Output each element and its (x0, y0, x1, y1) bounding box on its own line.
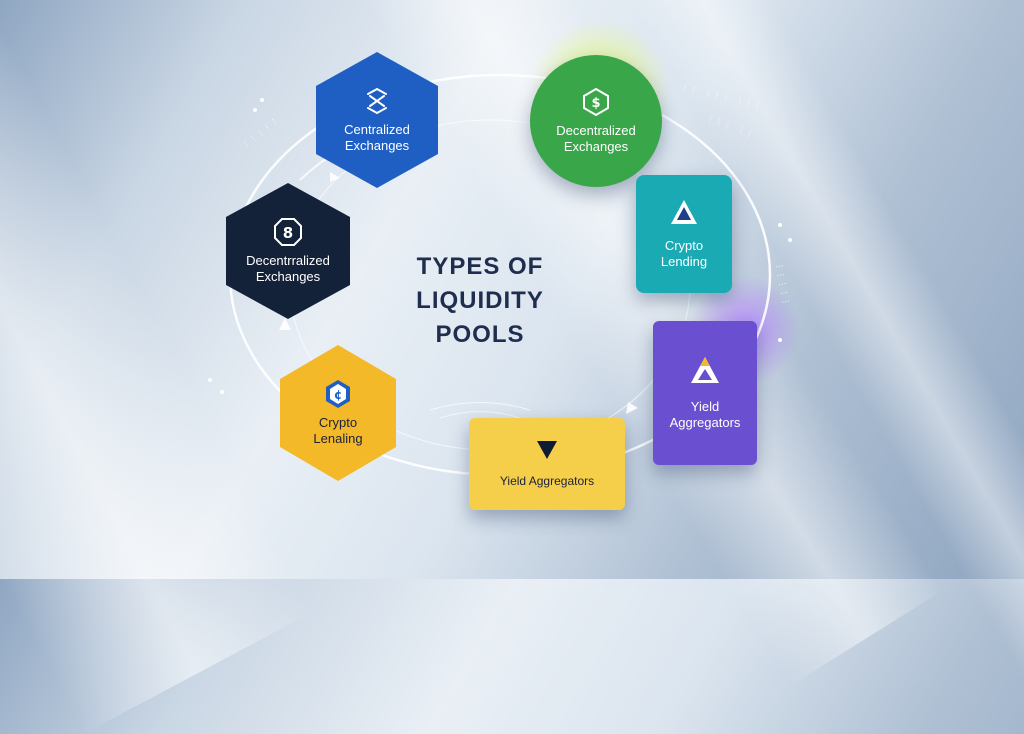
ring-dot (208, 378, 212, 382)
ring-dot (253, 108, 257, 112)
node-decentralized-exchanges-green[interactable]: $ Decentralized Exchanges (530, 55, 662, 187)
ring-dot (220, 390, 224, 394)
node-label: Exchanges (255, 269, 321, 284)
node-label: Centralized (344, 122, 410, 137)
arrow-marker (279, 318, 291, 330)
ring-dot (788, 238, 792, 242)
node-yield-aggregators-yellow[interactable]: Yield Aggregators (469, 418, 625, 510)
triangle-icon (671, 200, 697, 224)
wave-lines (439, 411, 521, 419)
exchange-arrows-icon (367, 87, 387, 115)
node-label: Crypto (664, 238, 704, 253)
node-label: Exchanges (563, 139, 629, 154)
node-centralized-exchanges[interactable]: Centralized Exchanges (316, 52, 438, 188)
dollar-hexagon-icon: $ (583, 87, 609, 117)
node-label: Lending (660, 254, 708, 269)
node-label: Exchanges (344, 138, 410, 153)
title-line: POOLS (435, 321, 525, 348)
title-line: TYPES OF (416, 253, 544, 280)
pyramid-icon (691, 357, 719, 383)
node-label: Yield Aggregators (499, 474, 595, 488)
coin-icon: ¢ (326, 380, 350, 408)
svg-text:$: $ (591, 96, 600, 111)
node-yield-aggregators-purple[interactable]: Yield Aggregators (653, 321, 757, 465)
octagon-8-icon: 8 (274, 218, 302, 246)
title-line: LIQUIDITY (416, 287, 544, 314)
node-crypto-lending-teal[interactable]: Crypto Lending (636, 175, 732, 293)
node-label: Yield (690, 399, 720, 414)
svg-text:8: 8 (283, 224, 293, 242)
node-label: Aggregators (669, 415, 741, 430)
page-title: TYPES OF LIQUIDITY POOLS (390, 250, 570, 352)
ring-dot (260, 98, 264, 102)
node-label: Decentrralized (246, 253, 330, 268)
wave-lines (429, 402, 531, 411)
ring-dot (778, 223, 782, 227)
node-label: Crypto (318, 415, 358, 430)
arrow-marker (330, 172, 340, 182)
arrow-marker (626, 402, 638, 414)
down-triangle-icon (537, 441, 557, 459)
node-label: Lenaling (313, 431, 363, 446)
node-label: Decentralized (556, 123, 636, 138)
svg-text:¢: ¢ (334, 388, 342, 402)
ring-dot (778, 338, 782, 342)
